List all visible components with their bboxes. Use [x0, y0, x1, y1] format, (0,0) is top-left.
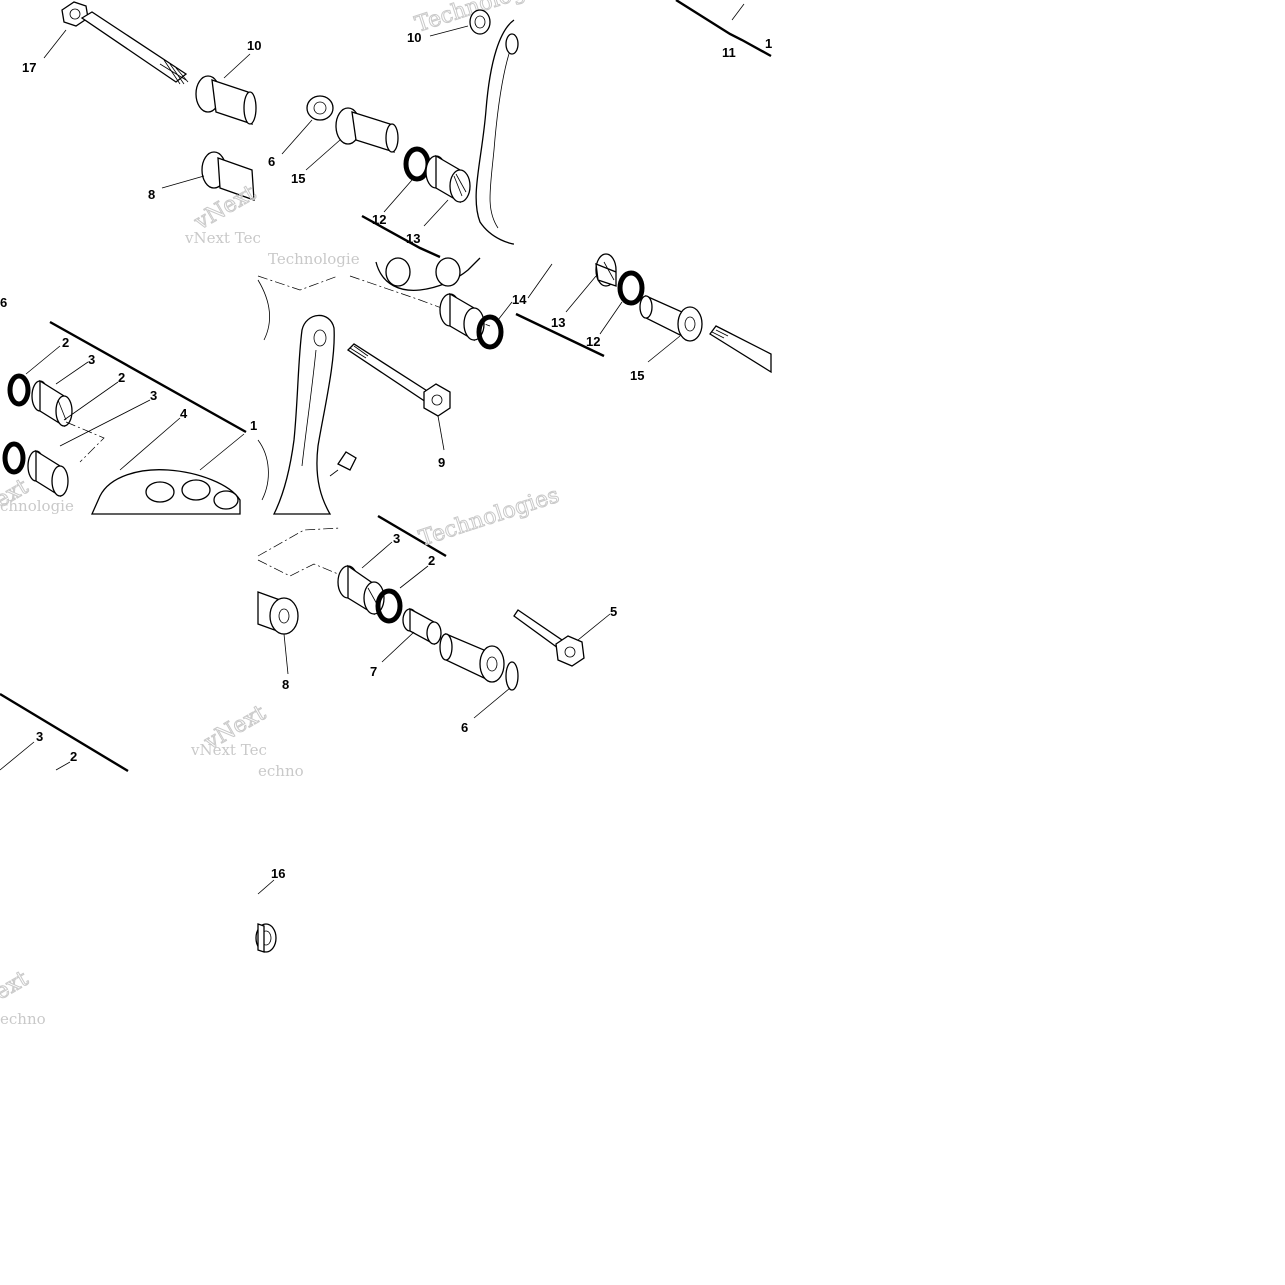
flanged-bushing-10 [195, 75, 257, 125]
bracket-lower [377, 514, 447, 558]
seal-ring-2c [375, 588, 403, 624]
callout-12b: 12 [586, 334, 600, 349]
bracket-upper [361, 214, 441, 259]
nut-16 [255, 923, 277, 953]
rocker-body-4 [90, 469, 241, 515]
bushing-13b [439, 292, 485, 342]
tile-2: Technologies 10 6 15 12 [268, 0, 559, 259]
seal-ring-12c [617, 270, 645, 306]
seal-ring-12b [476, 314, 504, 350]
callout-3c: 3 [36, 729, 43, 744]
spacer-7 [402, 607, 442, 646]
flanged-bushing-8 [201, 151, 255, 201]
bracket-11 [675, 0, 772, 58]
watermark-vnext-2: vNext Tec [190, 741, 267, 759]
callout-8b: 8 [282, 677, 289, 692]
watermark-ext-2: ext [0, 966, 33, 1005]
callout-3a: 3 [88, 352, 95, 367]
watermark-echno: echno [0, 1010, 46, 1028]
nut-10 [469, 9, 491, 35]
nut-6 [306, 95, 334, 121]
callout-17: 17 [22, 60, 36, 75]
tile-5: 14 9 Technologie [257, 250, 527, 515]
callout-16: 16 [271, 866, 285, 881]
bracket-left [49, 320, 247, 434]
callout-9: 9 [438, 455, 445, 470]
tile-1: 17 10 8 vNext Tec vNext [22, 1, 261, 247]
tile-11: 16 [255, 866, 285, 953]
callout-10b: 10 [407, 30, 421, 45]
watermark-chnologie: chnologie [0, 497, 74, 515]
callout-6c: 6 [461, 720, 468, 735]
callout-13b: 13 [551, 315, 565, 330]
watermark-technologies-2: Technologie [268, 250, 360, 268]
callout-11: 11 [722, 45, 736, 60]
callout-10a: 10 [247, 38, 261, 53]
callout-6b: 6 [0, 295, 7, 310]
bolt-shaft-right [709, 325, 772, 374]
callout-8a: 8 [148, 187, 155, 202]
callout-2c: 2 [70, 749, 77, 764]
tile-10: ext echno [0, 966, 46, 1028]
bolt-5 [513, 609, 585, 667]
tile-7: 3 2 vNext Tec vNext [0, 692, 271, 773]
callout-3b: 3 [150, 388, 157, 403]
watermark-fragment: echno [258, 762, 304, 780]
callout-2d: 2 [428, 553, 435, 568]
bracket-lower-left [0, 692, 129, 773]
callout-1a: 1 [765, 36, 772, 51]
tile-8: Technologies 3 2 7 [257, 482, 563, 780]
grease-fitting [329, 451, 357, 477]
watermark-vnext-1: vNext Tec [184, 229, 261, 247]
seal-ring-2b [2, 441, 26, 475]
washer-8 [257, 591, 299, 635]
callout-15a: 15 [291, 171, 305, 186]
callout-2a: 2 [62, 335, 69, 350]
callout-7: 7 [370, 664, 377, 679]
callout-6a: 6 [268, 154, 275, 169]
tile-6: 13 12 15 [515, 253, 772, 383]
seal-ring-2a [7, 373, 31, 407]
bracket-right [515, 312, 605, 358]
bushing-13 [425, 154, 471, 204]
callout-2b: 2 [118, 370, 125, 385]
link-arm-lower [272, 314, 335, 515]
watermark-technologies-3: Technologies [416, 483, 562, 552]
callout-1b: 1 [250, 418, 257, 433]
tile-4: 6 2 3 2 3 [0, 295, 257, 515]
tile-9: 5 6 [461, 604, 617, 735]
bushing-3b [27, 449, 69, 498]
callout-15b: 15 [630, 368, 644, 383]
bushing-13c [595, 253, 617, 287]
flanged-bushing-15b [639, 294, 703, 342]
flanged-bushing-15 [335, 107, 399, 153]
flanged-bushing-6 [439, 633, 505, 683]
callout-14: 14 [512, 292, 527, 307]
tile-3: 11 1 [675, 0, 772, 60]
link-arm-upper [475, 19, 515, 245]
bushing-3a [31, 379, 73, 428]
bolt-9 [346, 343, 451, 417]
callout-3d: 3 [393, 531, 400, 546]
bolt-17 [61, 1, 189, 85]
seal-ring-12 [403, 146, 431, 182]
bushing-3c [337, 564, 385, 616]
callout-5: 5 [610, 604, 617, 619]
callout-4: 4 [180, 406, 188, 421]
